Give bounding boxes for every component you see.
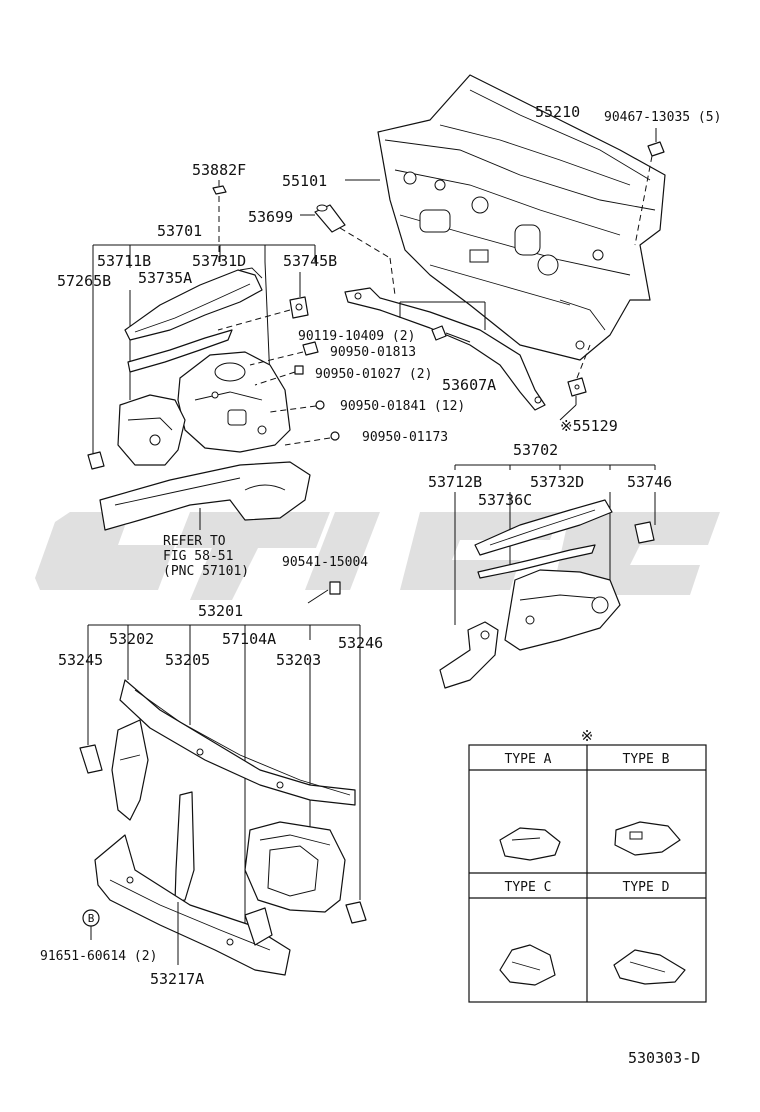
label-90950-01841: 90950-01841 (12) <box>340 399 465 414</box>
label-53701: 53701 <box>157 222 202 240</box>
bracket-lines-53701 <box>92 244 316 455</box>
label-53732d: 53732D <box>530 473 584 491</box>
bracket-53245-icon <box>79 744 103 774</box>
label-91651: 91651-60614 (2) <box>40 949 157 964</box>
label-53731d: 53731D <box>192 252 246 270</box>
bushing-53699-icon <box>314 204 346 233</box>
label-90541: 90541-15004 <box>282 555 368 570</box>
clip-53745b-icon <box>289 296 309 319</box>
label-53745b: 53745B <box>283 252 337 270</box>
bracket-lines-53201 <box>87 624 361 940</box>
label-53882f: 53882F <box>192 161 246 179</box>
label-90950-01027: 90950-01027 (2) <box>315 367 432 382</box>
label-55129: ※55129 <box>560 417 618 435</box>
label-55101: 55101 <box>282 172 327 190</box>
type-a-part-icon <box>499 827 561 861</box>
label-53201: 53201 <box>198 602 243 620</box>
nut-90950-01841-icon <box>315 400 325 410</box>
bolt-90467-icon <box>647 128 665 157</box>
type-b-part-icon <box>614 821 681 856</box>
label-53246: 53246 <box>338 634 383 652</box>
clip-53746-icon <box>634 521 655 544</box>
label-53607a: 53607A <box>442 376 496 394</box>
brace-53607a-icon <box>344 287 546 411</box>
bolt-90119-icon <box>431 325 447 341</box>
apron-53731d-icon <box>177 351 291 453</box>
apron-upper-53712b-icon <box>474 499 613 579</box>
bracket-57265b-icon <box>87 451 105 470</box>
side-member-icon <box>99 461 311 531</box>
type-c-label: TYPE C <box>505 880 552 895</box>
label-57104a: 57104A <box>222 630 276 648</box>
rh-lower-bracket-icon <box>439 621 499 689</box>
type-b-label: TYPE B <box>623 752 670 767</box>
label-53735a: 53735A <box>138 269 192 287</box>
nut-90950-01813-icon <box>302 341 319 356</box>
label-53245: 53245 <box>58 651 103 669</box>
bolt-90541-icon <box>329 581 341 595</box>
b-mark-icon: B <box>82 909 100 927</box>
refer-line-2: FIG 58-51 <box>163 549 233 564</box>
apron-53732d-icon <box>504 569 621 651</box>
label-53217a: 53217A <box>150 970 204 988</box>
type-table <box>468 744 707 1003</box>
label-53702: 53702 <box>513 441 558 459</box>
label-53746: 53746 <box>627 473 672 491</box>
diagram-code: 530303-D <box>628 1049 700 1067</box>
label-90950-01173: 90950-01173 <box>362 430 448 445</box>
tie-bar-53205-icon <box>119 679 356 806</box>
type-table-marker: ※ <box>581 727 594 745</box>
label-53736c: 53736C <box>478 491 532 509</box>
refer-line-1: REFER TO <box>163 534 226 549</box>
side-support-53202-icon <box>111 719 149 821</box>
nut-90950-01027-icon <box>294 365 304 375</box>
label-90950-01813: 90950-01813 <box>330 345 416 360</box>
dash-panel-55101 <box>377 74 666 361</box>
refer-line-3: (PNC 57101) <box>163 564 249 579</box>
bracket-53246-icon <box>345 901 367 924</box>
clip-53882f-icon <box>212 180 227 195</box>
type-a-label: TYPE A <box>505 752 552 767</box>
type-c-part-icon <box>499 944 556 986</box>
label-53202: 53202 <box>109 630 154 648</box>
type-d-label: TYPE D <box>623 880 670 895</box>
bracket-lines-53702 <box>454 464 656 625</box>
label-57265b: 57265B <box>57 272 111 290</box>
label-53712b: 53712B <box>428 473 482 491</box>
side-support-53203-icon <box>244 821 346 913</box>
wheelhouse-plate-icon <box>117 394 186 466</box>
label-55210: 55210 <box>535 103 580 121</box>
label-53711b: 53711B <box>97 252 151 270</box>
nut-90950-01173-icon <box>330 431 340 441</box>
apron-upper-53711b-icon <box>124 267 263 373</box>
brace-57104a-icon <box>174 791 195 903</box>
b-mark-label: B <box>88 912 95 925</box>
label-53205: 53205 <box>165 651 210 669</box>
type-d-part-icon <box>613 949 686 985</box>
lower-tie-53217a-icon <box>94 834 291 976</box>
bracket-55129-icon <box>567 377 587 397</box>
label-53203: 53203 <box>276 651 321 669</box>
label-90467: 90467-13035 (5) <box>604 110 721 125</box>
watermark-logo <box>35 512 720 600</box>
label-53699: 53699 <box>248 208 293 226</box>
label-90119: 90119-10409 (2) <box>298 329 415 344</box>
